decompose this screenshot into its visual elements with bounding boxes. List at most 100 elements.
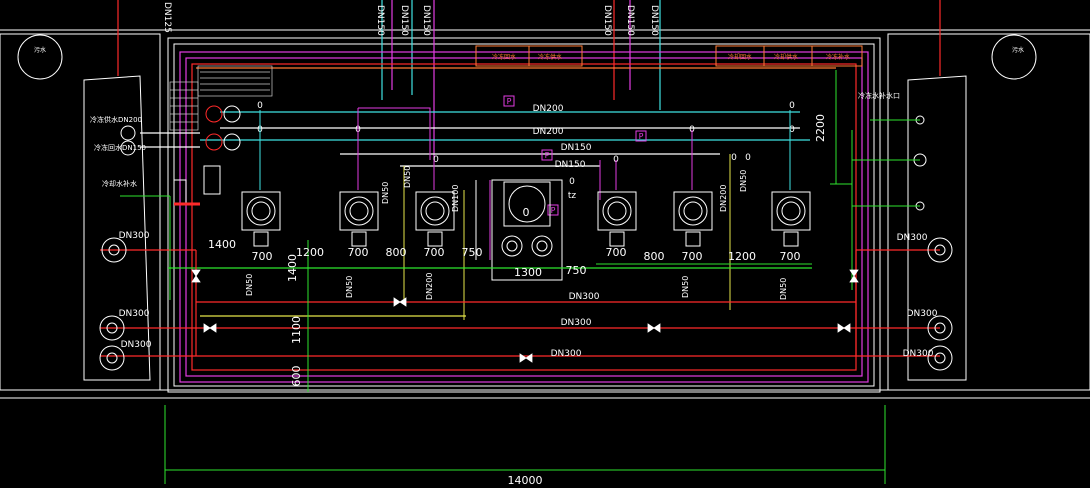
header-label-dn200-b: DN200	[533, 127, 564, 137]
branch-label-6: DN50	[245, 274, 254, 296]
dim-1200-a: 1200	[296, 246, 324, 259]
pump-units	[241, 179, 811, 281]
lower-label-2: DN300	[561, 318, 592, 328]
sewage-well-right: 污水	[991, 34, 1037, 80]
dim-1400-v: 1400	[286, 254, 299, 282]
riser-label-4: DN150	[602, 5, 612, 36]
dim-1300: 1300	[514, 266, 542, 279]
stair-hatch	[169, 65, 273, 131]
pump-unit-5	[673, 191, 713, 247]
gauge-label-4: P	[551, 206, 556, 215]
gauge-label-3: P	[545, 151, 550, 160]
branch-label-2: DN50	[403, 166, 412, 188]
riser-label-2: DN150	[399, 5, 409, 36]
building-walls	[0, 29, 1090, 399]
dim-overall: 14000	[508, 474, 543, 484]
left-label-chw-supply: 冷冻供水DN200	[90, 115, 142, 124]
gauge-label-2: P	[639, 132, 644, 141]
valves	[191, 269, 859, 363]
left-label-makeup: 冷却水补水	[102, 179, 137, 188]
lower-label-right-2: DN300	[907, 309, 938, 319]
legend-item-4: 冷却供水	[774, 53, 798, 61]
valve-tag-9: 0	[731, 153, 737, 163]
branch-label-5: DN50	[739, 170, 748, 192]
lower-label-right-3: DN300	[903, 349, 934, 359]
sewage-well-right-label: 污水	[1012, 46, 1024, 54]
header-labels: DN200 DN200 DN150 DN150	[533, 104, 592, 170]
lower-label-1: DN300	[569, 292, 600, 302]
riser-label-1: DN150	[375, 5, 385, 36]
water-tank-unit	[491, 179, 563, 281]
dim-750-a: 750	[462, 246, 483, 259]
legend-item-2: 冷冻供水	[538, 53, 562, 61]
dim-700-3: 700	[424, 246, 445, 259]
dim-800-b: 800	[644, 250, 665, 263]
lower-label-left-1: DN300	[119, 231, 150, 241]
gauge-label-1: P	[507, 97, 512, 106]
dim-700-4: 700	[606, 246, 627, 259]
riser-label-3: DN150	[421, 5, 431, 36]
branch-label-9: DN50	[681, 276, 690, 298]
risers	[117, 0, 941, 160]
riser-labels: DN125 DN150 DN150 DN150 DN150 DN150 DN15…	[162, 2, 659, 36]
legend-item-5: 冷冻补水	[826, 53, 850, 61]
lower-pipes	[100, 249, 940, 357]
tank-tag: 0	[523, 206, 530, 219]
perimeter-pipes	[179, 51, 869, 383]
dim-1200-b: 1200	[728, 250, 756, 263]
header-label-dn150-b: DN150	[555, 160, 586, 170]
lower-labels: DN300 DN300 DN300 DN300 DN300 DN300 DN30…	[119, 231, 938, 359]
legend-item-3: 冷却回水	[728, 53, 752, 61]
dim-2200: 2200	[814, 114, 827, 142]
pump-drops	[259, 108, 791, 320]
valve-tag-11: 0	[569, 177, 575, 187]
pump-unit-2	[339, 191, 379, 247]
pump-unit-3	[415, 191, 455, 247]
dim-1100: 1100	[290, 316, 303, 344]
header-label-dn200-a: DN200	[533, 104, 564, 114]
branch-label-1: DN50	[381, 182, 390, 204]
main-headers	[140, 111, 810, 167]
dim-750-b: 750	[566, 264, 587, 277]
branch-label-7: DN50	[345, 276, 354, 298]
dim-800-a: 800	[386, 246, 407, 259]
dim-700-2: 700	[348, 246, 369, 259]
lower-label-left-2: DN300	[119, 309, 150, 319]
sewage-well-left: 污水	[17, 34, 63, 80]
dimension-labels: 1400 1200 1400 700 700 800 700 750 1300 …	[208, 114, 827, 387]
branch-label-8: DN200	[425, 273, 434, 300]
lower-label-left-3: DN300	[121, 340, 152, 350]
header-label-dn150-a: DN150	[561, 143, 592, 153]
valve-tag-10: 0	[745, 153, 751, 163]
lower-label-3: DN300	[551, 349, 582, 359]
pressure-gauges	[503, 95, 647, 216]
pump-unit-1	[241, 191, 281, 247]
dim-1400-a: 1400	[208, 238, 236, 251]
dim-600: 600	[290, 366, 303, 387]
valve-tag-8: 0	[789, 125, 795, 135]
dim-700-1: 700	[252, 250, 273, 263]
left-label-chw-return: 冷冻回水DN150	[94, 143, 146, 152]
branch-label-10: DN50	[779, 278, 788, 300]
riser-label-5: DN150	[625, 5, 635, 36]
valve-tag-7: 0	[789, 101, 795, 111]
legend-boxes: 冷冻回水 冷冻供水 冷却回水 冷却供水 冷冻补水	[475, 45, 863, 67]
riser-label-dn125: DN125	[162, 2, 172, 33]
sewage-well-left-label: 污水	[34, 46, 46, 54]
pump-unit-4	[597, 191, 637, 247]
branch-label-3: DN100	[451, 185, 460, 212]
pump-unit-6	[771, 191, 811, 247]
branch-labels: DN50 DN50 DN100 DN200 DN50 DN50 DN50 DN2…	[245, 166, 788, 300]
dim-700-6: 700	[780, 250, 801, 263]
valve-tag-4: 0	[433, 155, 439, 165]
riser-label-6: DN150	[649, 5, 659, 36]
left-equipment	[173, 105, 241, 206]
right-label-makeup: 冷冻水补水口	[858, 91, 900, 100]
valve-tag-tz: tz	[568, 191, 577, 201]
valve-tag-1: 0	[257, 101, 263, 111]
lower-label-right-1: DN300	[897, 233, 928, 243]
legend-item-1: 冷冻回水	[492, 53, 516, 61]
dim-700-5: 700	[682, 250, 703, 263]
axis-lines	[164, 405, 886, 484]
